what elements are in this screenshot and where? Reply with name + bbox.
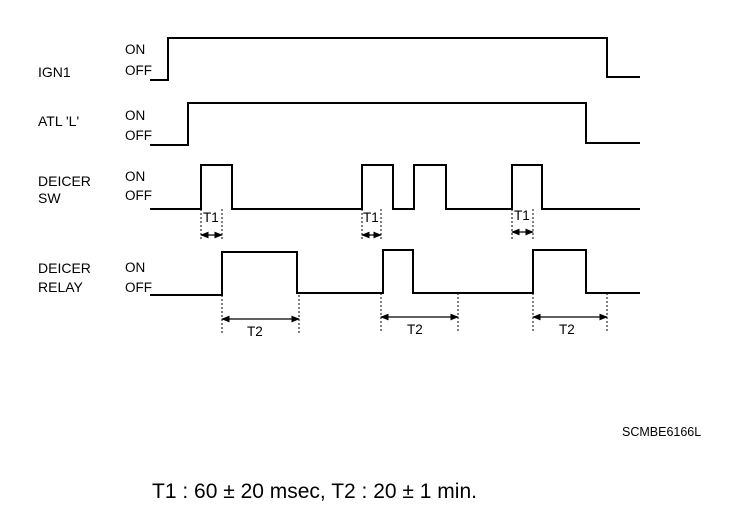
t2-markers: T2 T2 T2 xyxy=(221,293,608,339)
t2-label: T2 xyxy=(407,322,423,337)
signal-label-ign1: IGN1 xyxy=(38,64,71,80)
signal-label-deicer-relay-line1: DEICER xyxy=(38,260,91,276)
off-label-atl: OFF xyxy=(125,128,152,143)
row-atl: ATL 'L' ON OFF xyxy=(38,102,640,146)
on-label-deicer-sw: ON xyxy=(125,169,145,184)
signal-label-atl: ATL 'L' xyxy=(38,113,79,129)
waveform-deicer-sw xyxy=(150,164,640,210)
t1-label: T1 xyxy=(203,210,219,225)
timing-footnote: T1 : 60 ± 20 msec, T2 : 20 ± 1 min. xyxy=(152,480,477,503)
row-ign1: IGN1 ON OFF xyxy=(38,37,640,81)
row-deicer-sw: DEICER SW ON OFF xyxy=(38,164,640,210)
waveform-atl xyxy=(150,102,640,146)
off-label-deicer-relay: OFF xyxy=(125,280,152,295)
signal-label-deicer-relay-line2: RELAY xyxy=(38,279,84,295)
row-deicer-relay: DEICER RELAY ON OFF xyxy=(38,249,640,296)
t1-label: T1 xyxy=(514,208,530,223)
t1-label: T1 xyxy=(363,210,379,225)
waveform-ign1 xyxy=(150,37,640,81)
signal-label-deicer-sw-line1: DEICER xyxy=(38,173,91,189)
on-label-ign1: ON xyxy=(125,42,145,57)
waveform-deicer-relay xyxy=(150,249,640,296)
t2-label: T2 xyxy=(247,324,263,339)
on-label-deicer-relay: ON xyxy=(125,260,145,275)
t2-label: T2 xyxy=(559,322,575,337)
t1-markers: T1 T1 T1 xyxy=(200,208,534,240)
off-label-ign1: OFF xyxy=(125,63,152,78)
on-label-atl: ON xyxy=(125,108,145,123)
figure-code: SCMBE6166L xyxy=(622,425,701,439)
off-label-deicer-sw: OFF xyxy=(125,188,152,203)
signal-label-deicer-sw-line2: SW xyxy=(38,190,61,206)
